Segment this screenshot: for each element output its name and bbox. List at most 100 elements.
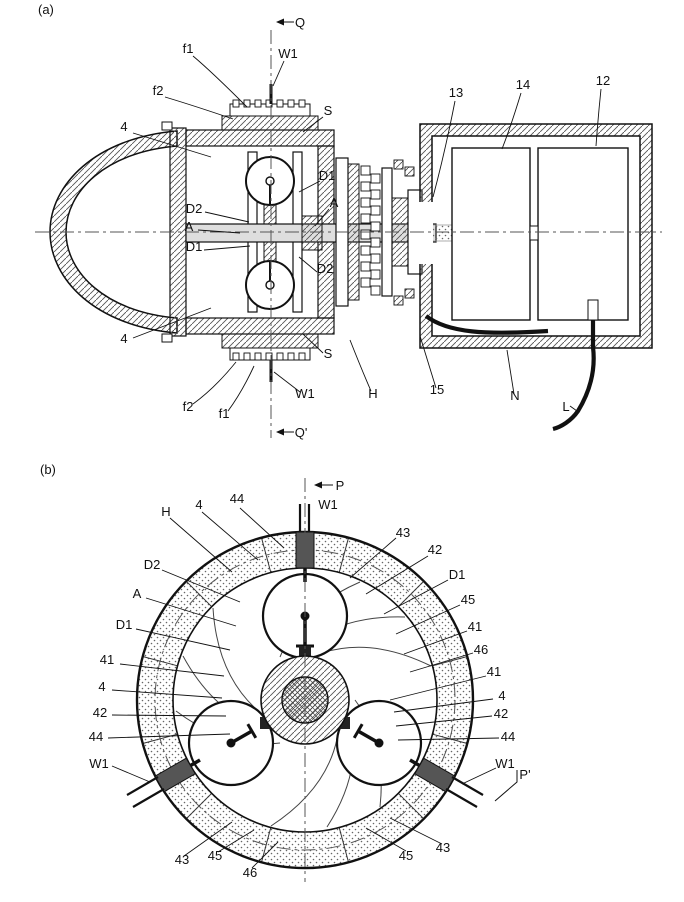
label-41-r1: 41 [468, 619, 482, 634]
component-12-box [537, 147, 629, 321]
leader-line [192, 361, 237, 405]
label-14: 14 [516, 77, 530, 92]
label-42-l: 42 [93, 705, 107, 720]
leader-line [506, 349, 515, 395]
label-s-bottom: S [324, 346, 333, 361]
p-arrowhead [314, 481, 322, 489]
leader-line [197, 229, 241, 234]
leader-line [397, 737, 500, 741]
leader-line [239, 507, 285, 549]
label-12: 12 [596, 73, 610, 88]
leader-line [569, 405, 578, 412]
leader-line [393, 698, 494, 713]
coupling-bolts [360, 165, 381, 296]
leader-line [192, 55, 248, 108]
label-a-b: A [133, 586, 142, 601]
leader-line [251, 841, 279, 869]
figure-b-tag: (b) [40, 462, 56, 477]
label-f1-bottom: f1 [219, 406, 230, 421]
label-n: N [510, 388, 519, 403]
p-prime-leader [494, 770, 518, 802]
leader-line [461, 767, 497, 785]
leader-line [314, 208, 330, 227]
label-44-top: 44 [230, 491, 244, 506]
coupling-corner-bolts [393, 159, 415, 306]
label-p: P [336, 478, 345, 493]
leader-line [145, 597, 237, 627]
label-w1-left: W1 [89, 756, 109, 771]
power-cable [552, 320, 596, 432]
label-d1-left-b: D1 [116, 617, 133, 632]
leader-line [201, 511, 259, 561]
leader-line [132, 307, 212, 339]
label-4-r: 4 [498, 688, 505, 703]
roller-top-mount [263, 204, 277, 225]
roller-bottom-mount [263, 241, 277, 262]
label-h-b: H [161, 504, 170, 519]
figure-a: (a) Q Q' f1 f2 W1 S 4 D1 A D2 A D1 D2 13… [35, 2, 662, 440]
roller-bottom-hub [265, 280, 275, 290]
leader-line [432, 100, 456, 198]
label-f2-bottom: f2 [183, 399, 194, 414]
leader-line [132, 132, 212, 158]
figure-b: (b) P P' W1 H 4 44 43 42 D1 45 41 46 D2 … [40, 462, 531, 882]
leader-line [111, 765, 151, 783]
label-p-prime: P' [519, 767, 530, 782]
label-s-top: S [324, 103, 333, 118]
guide-vane [321, 646, 432, 667]
component-12-tab [587, 299, 599, 321]
box-shaft-opening [419, 202, 433, 264]
label-45-br: 45 [399, 848, 413, 863]
leader-line [164, 96, 234, 120]
leader-lines-b [107, 507, 500, 869]
leader-line [403, 630, 468, 655]
label-45-bl: 45 [208, 848, 222, 863]
leader-line [302, 116, 324, 133]
leader-line [501, 92, 522, 150]
leader-line [365, 555, 429, 595]
roller-lower-left-axle [226, 738, 236, 748]
leader-line [409, 652, 474, 673]
leader-line [349, 537, 397, 579]
leader-line [272, 60, 285, 87]
label-d2-left: D2 [186, 201, 203, 216]
front-plate-clip-top [161, 121, 173, 131]
bottom-flange-bolts [232, 352, 306, 361]
label-42-r: 42 [494, 706, 508, 721]
label-13: 13 [449, 85, 463, 100]
label-43-bl: 43 [175, 852, 189, 867]
roller-lower-right-axle [374, 738, 384, 748]
w1-wires [126, 504, 484, 808]
housing-bottom-wall [185, 317, 335, 335]
label-4-bottom: 4 [120, 331, 127, 346]
leader-line [419, 335, 437, 389]
top-flange-hatched [221, 115, 319, 131]
leader-line [349, 339, 372, 392]
front-plate-clip-bottom [161, 333, 173, 343]
leader-line [107, 733, 231, 739]
leader-line [383, 579, 449, 615]
label-4-top-b: 4 [195, 497, 202, 512]
motor-housing-box [419, 123, 653, 349]
leader-line [203, 245, 251, 251]
leader-line [217, 829, 255, 853]
label-d1-right: D1 [449, 567, 466, 582]
labels-b: (b) P P' W1 H 4 44 43 42 D1 45 41 46 D2 … [40, 462, 531, 880]
label-w1-top-b: W1 [318, 497, 338, 512]
bottom-flange-hatched [221, 333, 319, 349]
q-arrowhead [276, 18, 284, 26]
label-l: L [562, 399, 569, 414]
label-43-br: 43 [436, 840, 450, 855]
label-43-tr: 43 [396, 525, 410, 540]
leader-line [298, 180, 321, 193]
guide-vane [212, 607, 257, 710]
leader-line [227, 365, 255, 412]
leader-line [204, 211, 250, 223]
shaft-block-lower-left [154, 757, 196, 793]
roller-top-hub [265, 176, 275, 186]
leader-line [395, 604, 461, 635]
housing-top-wall [185, 129, 335, 147]
label-4-top: 4 [120, 119, 127, 134]
